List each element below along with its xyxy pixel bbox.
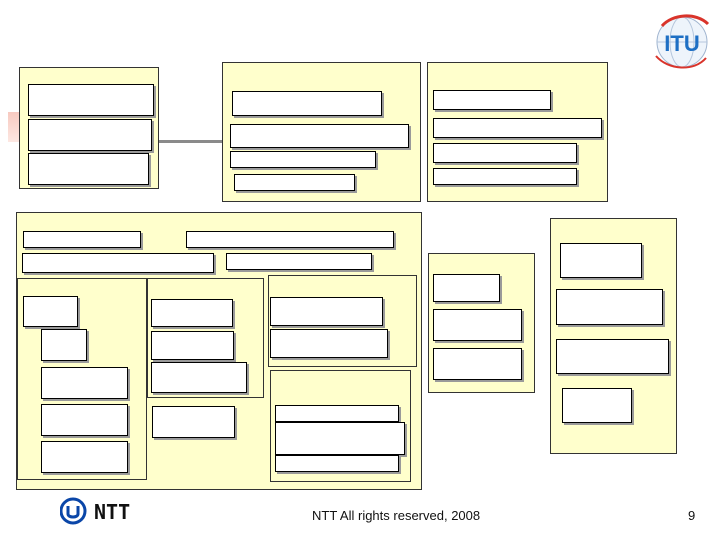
diagram-connector-line (159, 140, 222, 143)
diagram-box (152, 406, 235, 438)
diagram-box (275, 405, 399, 422)
diagram-box (41, 441, 128, 473)
diagram-box (232, 91, 382, 116)
ntt-logo: NTT (60, 497, 130, 525)
diagram-box (433, 90, 551, 110)
diagram-box (234, 174, 355, 191)
diagram-box (226, 253, 372, 270)
diagram-box (23, 296, 78, 327)
diagram-box (41, 329, 87, 361)
diagram-box (433, 348, 522, 380)
diagram-box (22, 253, 214, 273)
diagram-box (230, 151, 376, 168)
diagram-box (556, 289, 663, 325)
diagram-box (433, 168, 577, 185)
diagram-box (41, 367, 128, 399)
diagram-box (433, 143, 577, 163)
diagram-box (151, 331, 234, 360)
diagram-box (23, 231, 141, 248)
diagram-box (28, 153, 149, 185)
diagram-box (270, 297, 383, 326)
footer-copyright: NTT All rights reserved, 2008 (312, 508, 481, 523)
diagram-box (151, 362, 247, 393)
diagram-box (41, 404, 128, 436)
diagram-box (433, 274, 500, 302)
diagram-box (275, 422, 405, 455)
itu-logo-text: ITU (664, 31, 699, 56)
diagram-box (433, 309, 522, 341)
diagram-box (151, 299, 233, 327)
diagram-box (270, 329, 388, 358)
page-number: 9 (688, 508, 696, 523)
diagram-box (275, 455, 399, 472)
diagram-box (556, 339, 669, 374)
ntt-logo-text: NTT (94, 500, 130, 524)
itu-logo: ITU (655, 14, 710, 69)
diagram-box (562, 388, 632, 423)
diagram-box (433, 118, 602, 138)
diagram-box (28, 119, 152, 151)
diagram-box (560, 243, 642, 278)
diagram-box (230, 124, 409, 148)
diagram-box (28, 84, 154, 116)
left-accent-bar (8, 112, 22, 142)
diagram-box (186, 231, 394, 248)
